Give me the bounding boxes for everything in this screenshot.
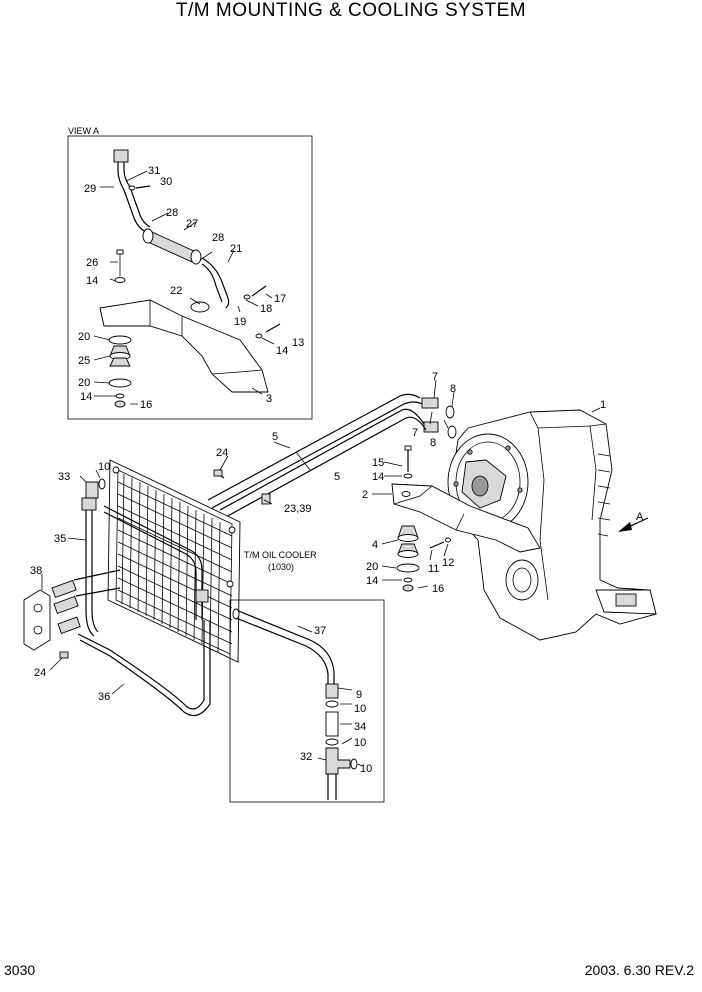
callout-27: 27 [186,218,198,230]
connector-7-8 [421,397,457,439]
page-number: 3030 [4,962,36,978]
callout-32: 32 [300,751,312,763]
callout-31: 31 [148,165,160,177]
callout-14e: 14 [366,575,378,587]
hose-35 [85,510,95,637]
revision-date: 2003. 6.30 REV.2 [584,962,694,978]
mount-stack-left [108,335,132,408]
callout-20b: 20 [78,377,90,389]
callout-28b: 28 [212,232,224,244]
callout-34: 34 [354,721,366,733]
callout-14a: 14 [86,275,98,287]
view-a-arrow-label: A [636,511,644,523]
callout-24b: 24 [34,667,46,679]
oil-cooler: T/M OIL COOLER (1030) [107,459,317,663]
callout-33: 33 [58,471,70,483]
callout-8a: 8 [450,383,456,395]
callout-28a: 28 [166,207,178,219]
callout-2: 2 [362,489,368,501]
callout-36: 36 [98,691,110,703]
callout-16b: 16 [432,583,444,595]
callout-3: 3 [266,393,272,405]
bolt-26 [114,249,126,283]
mount-stack-right [396,525,420,592]
callout-19: 19 [234,316,246,328]
callout-23-39: 23,39 [284,503,312,515]
callout-12: 12 [442,557,454,569]
callout-10b: 10 [354,703,366,715]
callout-8b: 8 [430,437,436,449]
hose-27 [147,231,197,263]
callout-10a: 10 [98,461,110,473]
callout-13: 13 [292,337,304,349]
hose-37 [235,609,335,684]
callout-5b: 5 [334,471,340,483]
callout-37: 37 [314,625,326,637]
pipe-21 [201,257,230,309]
callout-7a: 7 [432,371,438,383]
view-a-arrow: A [618,511,649,532]
callout-15: 15 [372,457,384,469]
bracket-38 [23,589,51,651]
callout-14b: 14 [276,345,288,357]
callout-16a: 16 [140,399,152,411]
callout-35: 35 [54,533,66,545]
callout-7b: 7 [412,427,418,439]
callout-21: 21 [230,243,242,255]
pipe-36 [77,620,205,710]
callout-14d: 14 [372,471,384,483]
callout-10c: 10 [354,737,366,749]
callout-26: 26 [86,257,98,269]
hoses-5 [207,393,427,519]
callout-30: 30 [160,176,172,188]
callout-22: 22 [170,285,182,297]
cooler-core-grid [117,473,233,653]
detail-inset: 37 9 10 34 10 32 10 [229,599,385,803]
callout-17: 17 [274,293,286,305]
callout-1: 1 [600,399,606,411]
view-a-label: VIEW A [68,126,99,136]
callout-24a: 24 [216,447,228,459]
callout-9: 9 [356,689,362,701]
callout-5a: 5 [272,431,278,443]
callout-20a: 20 [78,331,90,343]
callout-4: 4 [372,539,378,551]
bracket-2 [391,483,541,553]
callout-11: 11 [428,563,439,575]
callout-38: 38 [30,565,42,577]
cooler-label-line2: (1030) [268,562,294,572]
callout-14c: 14 [80,391,92,403]
page-title: T/M MOUNTING & COOLING SYSTEM [175,0,527,21]
pipe-29 [113,149,151,233]
callout-25: 25 [78,355,90,367]
cooler-label-line1: T/M OIL COOLER [244,550,317,560]
callout-29: 29 [84,183,96,195]
view-a-inset: VIEW A [67,126,313,420]
callout-10d: 10 [360,763,372,775]
callout-20c: 20 [366,561,378,573]
callout-18: 18 [260,303,272,315]
